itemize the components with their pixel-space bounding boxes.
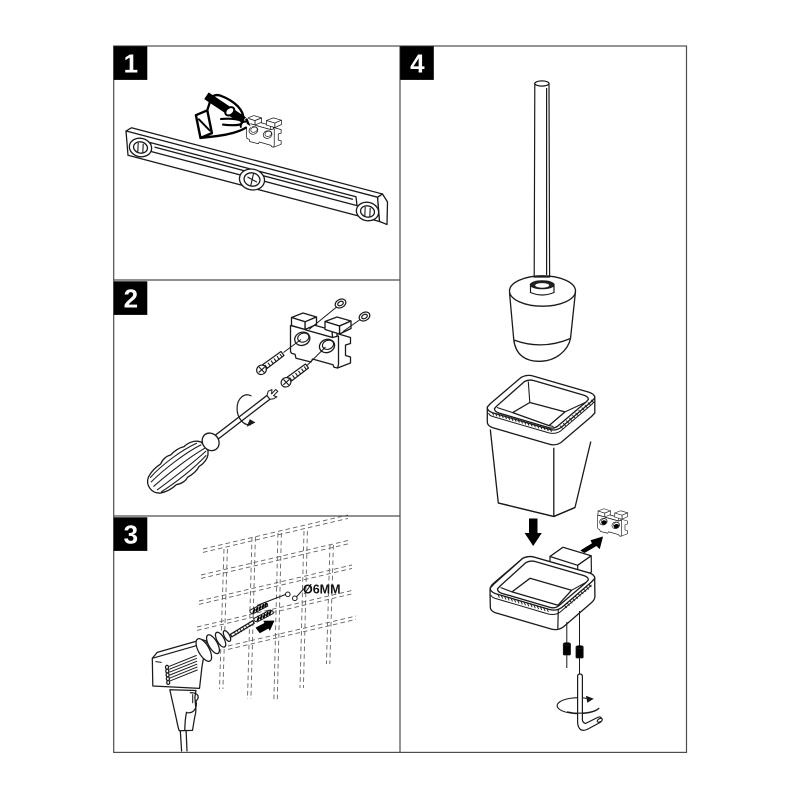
svg-text:2: 2 — [124, 284, 138, 314]
svg-text:Ø6MM: Ø6MM — [303, 583, 341, 597]
svg-text:1: 1 — [124, 49, 138, 79]
svg-text:4: 4 — [410, 49, 425, 79]
svg-text:3: 3 — [124, 520, 138, 550]
